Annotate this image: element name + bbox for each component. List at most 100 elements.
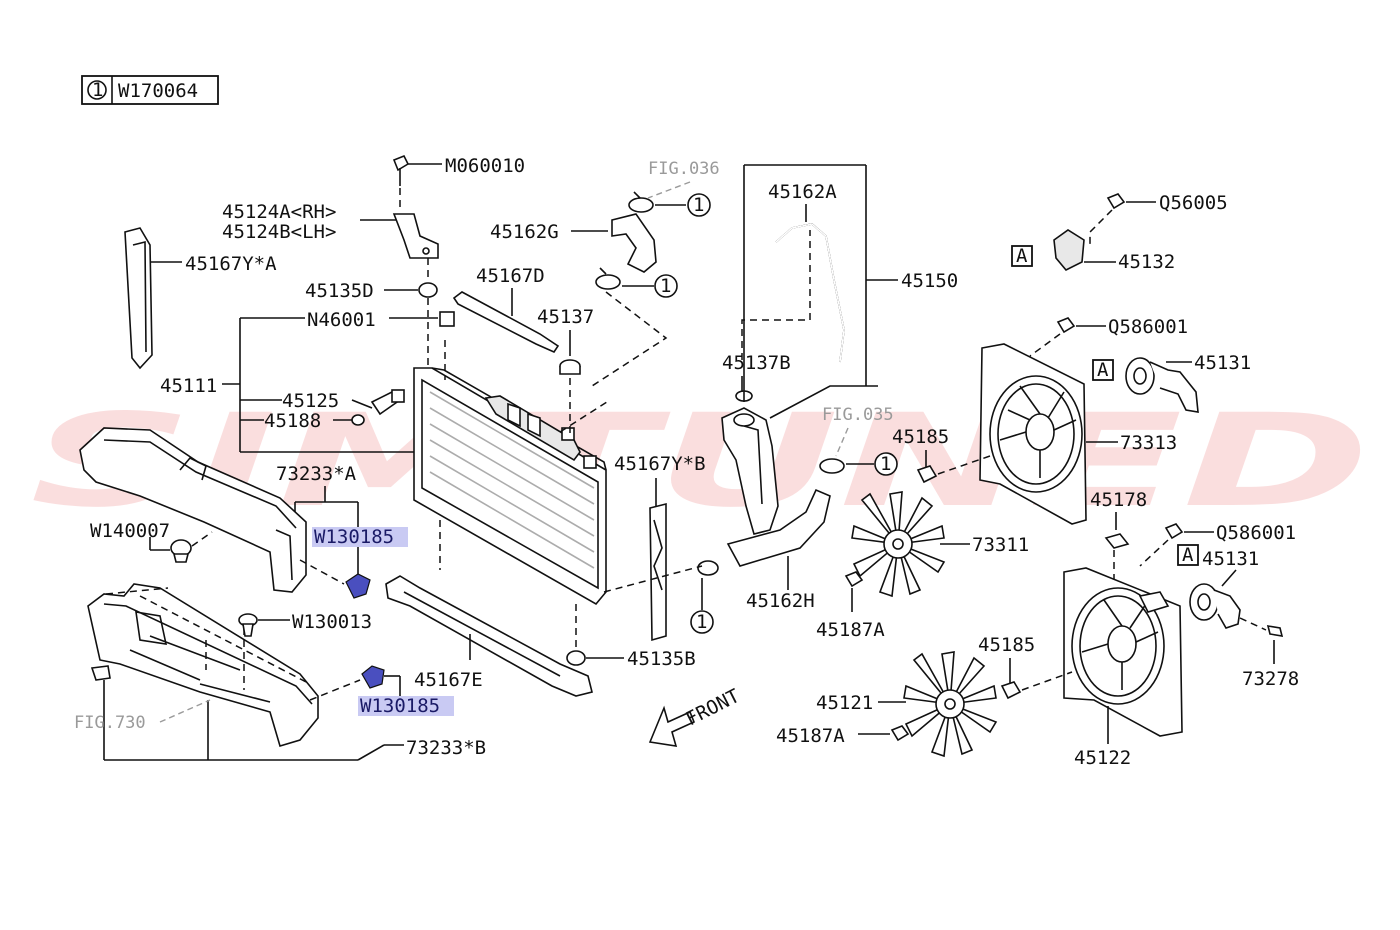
label-73233a: 73233*A xyxy=(276,463,357,485)
seal-45167e[interactable] xyxy=(385,575,593,697)
label-q586001-bottom: Q586001 xyxy=(1216,522,1296,544)
air-guide-73233b[interactable] xyxy=(87,583,319,747)
ref-fig730: FIG.730 xyxy=(74,713,146,733)
bolt-q586001-top[interactable] xyxy=(1056,317,1076,334)
bolt-m060010[interactable] xyxy=(392,154,410,186)
seal-strip-45167yb[interactable] xyxy=(649,502,667,642)
label-m060010: M060010 xyxy=(445,155,525,177)
label-n46001: N46001 xyxy=(307,309,376,331)
bolt-q56005[interactable] xyxy=(1106,193,1126,210)
label-45125: 45125 xyxy=(282,390,339,412)
a-mark-3: A xyxy=(1182,544,1194,566)
fan-shroud-73313[interactable] xyxy=(979,343,1087,525)
circle-one-text-2: 1 xyxy=(660,275,671,297)
cap-45137[interactable] xyxy=(559,359,581,375)
label-45167e: 45167E xyxy=(414,669,483,691)
drain-plug-45125[interactable] xyxy=(370,389,405,416)
label-q56005: Q56005 xyxy=(1159,192,1228,214)
a-mark-2: A xyxy=(1097,359,1109,381)
label-45167d: 45167D xyxy=(476,265,545,287)
clamp-lower-1[interactable] xyxy=(819,458,845,474)
label-45137: 45137 xyxy=(537,306,594,328)
label-45167ya: 45167Y*A xyxy=(185,253,277,275)
overflow-hose-45162a[interactable] xyxy=(775,223,845,363)
label-45150: 45150 xyxy=(901,270,958,292)
label-w130013: W130013 xyxy=(292,611,372,633)
o-ring-45188[interactable] xyxy=(351,414,365,426)
circle-ref-number: 1 xyxy=(92,79,103,101)
bracket-45132[interactable] xyxy=(1053,229,1085,271)
label-w130185-top: W130185 xyxy=(314,526,394,548)
a-mark-box-1 xyxy=(1011,245,1033,267)
air-guide-73233a[interactable] xyxy=(79,427,307,593)
label-45131-bottom: 45131 xyxy=(1202,548,1259,570)
a-mark-box-2 xyxy=(1092,359,1114,381)
part-73278[interactable] xyxy=(1266,625,1284,637)
highlight-w130185-bottom xyxy=(358,696,454,716)
label-45132: 45132 xyxy=(1118,251,1175,273)
label-45135b: 45135B xyxy=(627,648,696,670)
cushion-45135d[interactable] xyxy=(418,282,438,298)
fan-73311[interactable] xyxy=(851,491,946,598)
label-45167yb: 45167Y*B xyxy=(614,453,706,475)
circle-one-icon-1 xyxy=(687,193,711,217)
motor-45131-bottom[interactable] xyxy=(1189,583,1241,629)
label-45122: 45122 xyxy=(1074,747,1131,769)
a-mark-box-3 xyxy=(1177,544,1199,566)
nut-45187a-top[interactable] xyxy=(844,571,864,588)
label-45188: 45188 xyxy=(264,410,321,432)
label-w130185-bottom: W130185 xyxy=(360,695,440,717)
circle-one-text-3: 1 xyxy=(880,453,891,475)
label-73313: 73313 xyxy=(1120,432,1177,454)
circle-one-icon-3 xyxy=(874,452,898,476)
circle-ref-icon xyxy=(87,80,107,100)
label-front: FRONT xyxy=(682,685,743,731)
clip-w130185-bottom[interactable] xyxy=(361,665,385,689)
hose-45162g[interactable] xyxy=(611,213,657,273)
clip-w130185-top[interactable] xyxy=(345,573,371,599)
bracket-45124[interactable] xyxy=(392,213,439,259)
seal-45167d[interactable] xyxy=(452,291,560,354)
label-45185-top: 45185 xyxy=(892,426,949,448)
label-45187a-top: 45187A xyxy=(816,619,885,641)
label-45162g: 45162G xyxy=(490,221,559,243)
label-45124a: 45124A<RH> xyxy=(222,201,336,223)
bolt-45185-bottom[interactable] xyxy=(1000,681,1022,700)
clamp-upper-1[interactable] xyxy=(628,191,654,213)
motor-45131-top[interactable] xyxy=(1125,357,1199,413)
label-45131-top: 45131 xyxy=(1194,352,1251,374)
hose-45162h[interactable] xyxy=(726,488,831,567)
fan-45121[interactable] xyxy=(903,651,998,758)
clip-w140007[interactable] xyxy=(170,539,192,563)
label-45121: 45121 xyxy=(816,692,873,714)
label-45135d: 45135D xyxy=(305,280,374,302)
bolt-45185-top[interactable] xyxy=(916,465,938,484)
a-mark-1: A xyxy=(1016,245,1028,267)
clamp-upper-2[interactable] xyxy=(595,267,621,290)
label-45178: 45178 xyxy=(1090,489,1147,511)
label-45185-bottom: 45185 xyxy=(978,634,1035,656)
header-code-box: 1 W170064 xyxy=(81,75,219,105)
seal-strip-45167ya[interactable] xyxy=(124,227,153,370)
circle-one-icon-4 xyxy=(690,610,714,634)
label-45137b: 45137B xyxy=(722,352,791,374)
fan-shroud-45122[interactable] xyxy=(1063,567,1183,737)
ref-fig035: FIG.035 xyxy=(822,405,894,425)
nut-45187a-bottom[interactable] xyxy=(890,725,910,742)
reservoir-tank[interactable] xyxy=(721,407,779,535)
label-q586001-top: Q586001 xyxy=(1108,316,1188,338)
cushion-n46001[interactable] xyxy=(439,311,455,327)
radiator-45111[interactable] xyxy=(413,367,607,606)
label-45124b: 45124B<LH> xyxy=(222,221,336,243)
bolt-q586001-bottom[interactable] xyxy=(1164,523,1184,540)
cushion-45135b[interactable] xyxy=(566,650,586,666)
clamp-lower-2[interactable] xyxy=(697,560,719,576)
label-45162a: 45162A xyxy=(768,181,837,203)
label-73311: 73311 xyxy=(972,534,1029,556)
clip-w130013[interactable] xyxy=(238,613,258,637)
circle-one-icon-2 xyxy=(654,274,678,298)
part-45178[interactable] xyxy=(1104,533,1130,549)
label-45162h: 45162H xyxy=(746,590,815,612)
label-w140007: W140007 xyxy=(90,520,170,542)
